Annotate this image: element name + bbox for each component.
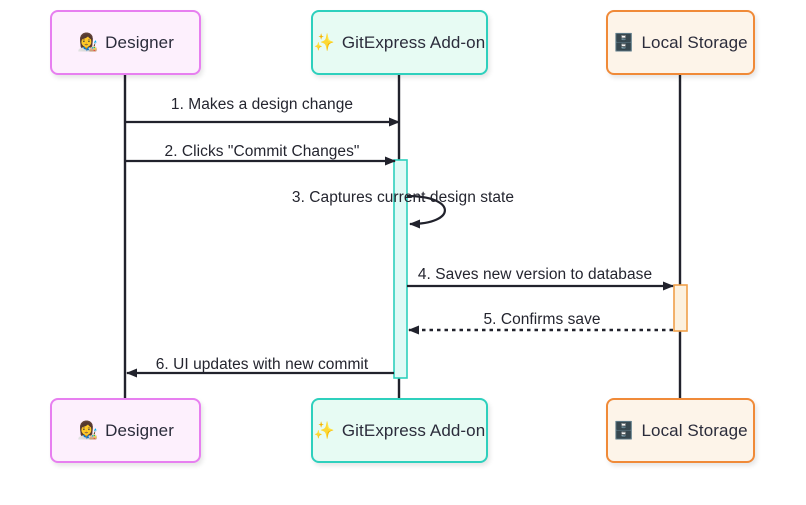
sparkles-emoji: ✨	[313, 33, 335, 52]
activation-bar-localstorage	[673, 284, 688, 332]
activations-group	[393, 159, 688, 379]
artist-emoji: 👩‍🎨	[76, 33, 99, 52]
participant-designer-top[interactable]: 👩‍🎨 Designer	[50, 10, 201, 75]
activation-bar-gitexpress	[393, 159, 408, 379]
file-cabinet-emoji: 🗄️	[613, 421, 635, 440]
artist-emoji: 👩‍🎨	[76, 421, 99, 440]
participant-localstorage-bottom[interactable]: 🗄️ Local Storage	[606, 398, 755, 463]
message-arrow-3	[406, 194, 446, 229]
participant-label-localstorage: Local Storage	[641, 420, 748, 440]
participant-gitexpress-bottom[interactable]: ✨ GitExpress Add-on	[311, 398, 488, 463]
participant-label-localstorage: Local Storage	[641, 32, 748, 52]
file-cabinet-emoji: 🗄️	[613, 33, 635, 52]
participant-localstorage-top[interactable]: 🗄️ Local Storage	[606, 10, 755, 75]
participant-label-gitexpress: GitExpress Add-on	[341, 420, 486, 440]
message-label-1: 1. Makes a design change	[170, 96, 354, 113]
messages-group	[125, 117, 674, 378]
participant-label-designer: Designer	[105, 32, 174, 52]
sparkles-emoji: ✨	[313, 421, 335, 440]
participant-label-designer: Designer	[105, 420, 174, 440]
message-label-6: 6. UI updates with new commit	[155, 356, 369, 373]
message-label-2: 2. Clicks "Commit Changes"	[164, 143, 360, 160]
participant-gitexpress-top[interactable]: ✨ GitExpress Add-on	[311, 10, 488, 75]
participant-designer-bottom[interactable]: 👩‍🎨 Designer	[50, 398, 201, 463]
message-label-4: 4. Saves new version to database	[417, 266, 653, 283]
participant-label-gitexpress: GitExpress Add-on	[341, 32, 486, 52]
message-label-3: 3. Captures current design state	[291, 189, 515, 206]
message-label-5: 5. Confirms save	[483, 311, 601, 328]
